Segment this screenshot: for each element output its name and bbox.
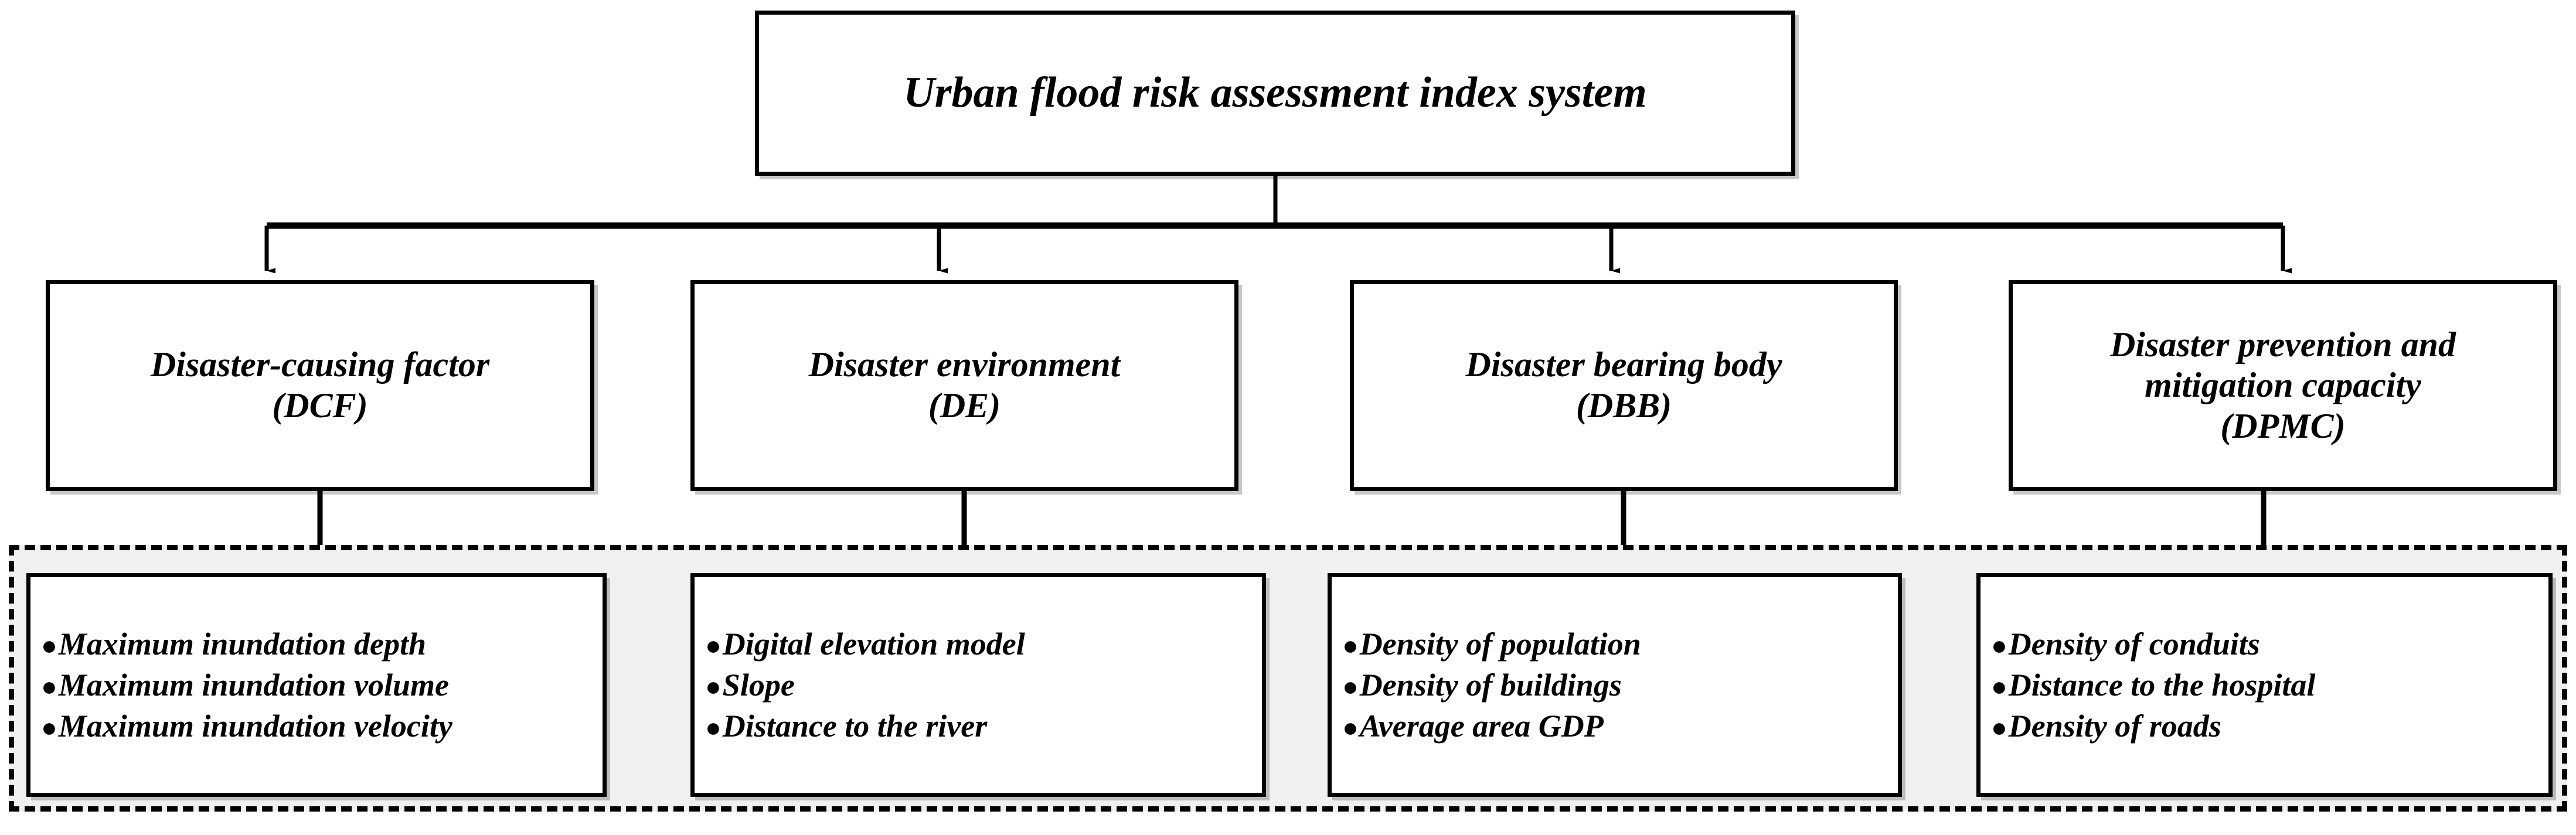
bullet-icon: ● <box>705 671 722 701</box>
indicator-box-de[interactable]: ●Digital elevation model●Slope●Distance … <box>690 573 1266 797</box>
indicator-item: ●Maximum inundation volume <box>41 664 603 706</box>
indicator-item: ●Slope <box>705 664 1262 706</box>
category-node-dcf[interactable]: Disaster-causing factor (DCF) <box>46 280 594 491</box>
indicator-box-dpmc[interactable]: ●Density of conduits●Distance to the hos… <box>1976 573 2553 797</box>
category-node-dbb[interactable]: Disaster bearing body (DBB) <box>1350 280 1898 491</box>
indicator-item: ●Density of population <box>1342 623 1898 664</box>
indicator-item: ●Density of buildings <box>1342 664 1898 706</box>
indicator-item: ●Distance to the river <box>705 706 1262 747</box>
indicator-item-label: Density of population <box>1359 626 1641 662</box>
indicator-item-label: Density of buildings <box>1359 667 1622 703</box>
indicator-item-label: Maximum inundation volume <box>58 667 449 703</box>
indicator-item-label: Average area GDP <box>1359 708 1604 744</box>
indicator-item: ●Distance to the hospital <box>1991 664 2548 706</box>
indicator-item-label: Distance to the hospital <box>2008 667 2316 703</box>
category-node-label: Disaster environment (DE) <box>808 345 1121 425</box>
indicator-item-label: Density of roads <box>2008 708 2221 744</box>
category-node-label: Disaster bearing body (DBB) <box>1465 345 1782 425</box>
indicator-item-label: Slope <box>722 667 795 703</box>
category-node-label: Disaster prevention and mitigation capac… <box>2109 325 2456 445</box>
indicator-list: ●Maximum inundation depth●Maximum inunda… <box>30 623 603 747</box>
bullet-icon: ● <box>41 630 57 660</box>
bullet-icon: ● <box>705 630 722 660</box>
root-node-label: Urban flood risk assessment index system <box>903 69 1647 117</box>
indicator-list: ●Density of population●Density of buildi… <box>1332 623 1898 747</box>
category-node-de[interactable]: Disaster environment (DE) <box>690 280 1238 491</box>
bullet-icon: ● <box>1342 713 1359 743</box>
indicator-item: ●Density of conduits <box>1991 623 2548 664</box>
bullet-icon: ● <box>1991 671 2007 701</box>
indicator-list: ●Density of conduits●Distance to the hos… <box>1981 623 2548 747</box>
indicator-item-label: Maximum inundation velocity <box>58 708 452 744</box>
bullet-icon: ● <box>1342 630 1359 660</box>
root-node[interactable]: Urban flood risk assessment index system <box>755 11 1795 176</box>
indicator-box-dbb[interactable]: ●Density of population●Density of buildi… <box>1328 573 1902 797</box>
bullet-icon: ● <box>41 671 57 701</box>
bullet-icon: ● <box>1991 713 2007 743</box>
indicator-item: ●Digital elevation model <box>705 623 1262 664</box>
bullet-icon: ● <box>41 713 57 743</box>
bullet-icon: ● <box>1991 630 2007 660</box>
bullet-icon: ● <box>1342 671 1359 701</box>
indicator-box-dcf[interactable]: ●Maximum inundation depth●Maximum inunda… <box>26 573 607 797</box>
bullet-icon: ● <box>705 713 722 743</box>
indicator-list: ●Digital elevation model●Slope●Distance … <box>695 623 1262 747</box>
indicator-item-label: Distance to the river <box>722 708 988 744</box>
category-node-label: Disaster-causing factor (DCF) <box>150 345 490 425</box>
indicator-item-label: Density of conduits <box>2008 626 2260 662</box>
category-node-dpmc[interactable]: Disaster prevention and mitigation capac… <box>2009 280 2557 491</box>
indicator-item: ●Average area GDP <box>1342 706 1898 747</box>
indicator-item-label: Maximum inundation depth <box>58 626 426 662</box>
indicator-item: ●Maximum inundation velocity <box>41 706 603 747</box>
indicator-item-label: Digital elevation model <box>722 626 1025 662</box>
indicator-item: ●Maximum inundation depth <box>41 623 603 664</box>
indicator-item: ●Density of roads <box>1991 706 2548 747</box>
